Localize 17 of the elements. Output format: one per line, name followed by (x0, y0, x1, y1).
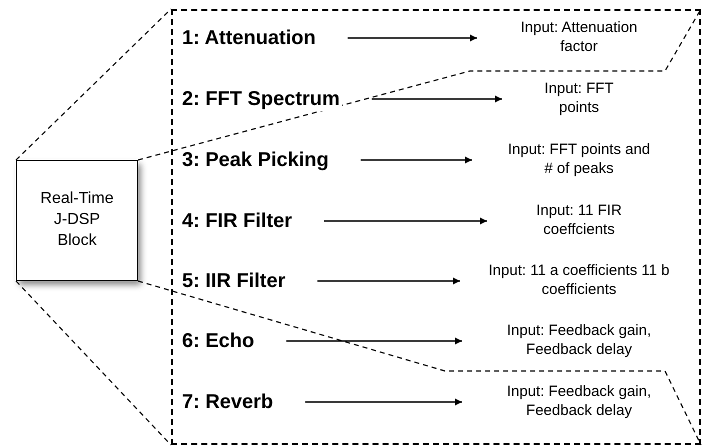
input-description: Input: FFT points (460, 77, 698, 119)
zoom-line (16, 280, 172, 446)
arrow (324, 218, 487, 224)
zoom-line (138, 8, 702, 161)
arrow (317, 278, 460, 284)
function-label: 7: Reverb (180, 390, 383, 414)
zoom-line (138, 280, 702, 446)
arrow (360, 156, 472, 164)
arrow (305, 398, 462, 406)
function-label: 6: Echo (180, 329, 383, 353)
zoom-frame (171, 9, 701, 445)
arrow (348, 34, 477, 42)
zoom-line (16, 8, 172, 160)
process-block: Real-Time J-DSP Block (16, 160, 138, 281)
arrow (286, 338, 462, 344)
input-description: Input: 11 FIR coeffcients (460, 199, 698, 241)
arrow (372, 96, 502, 102)
